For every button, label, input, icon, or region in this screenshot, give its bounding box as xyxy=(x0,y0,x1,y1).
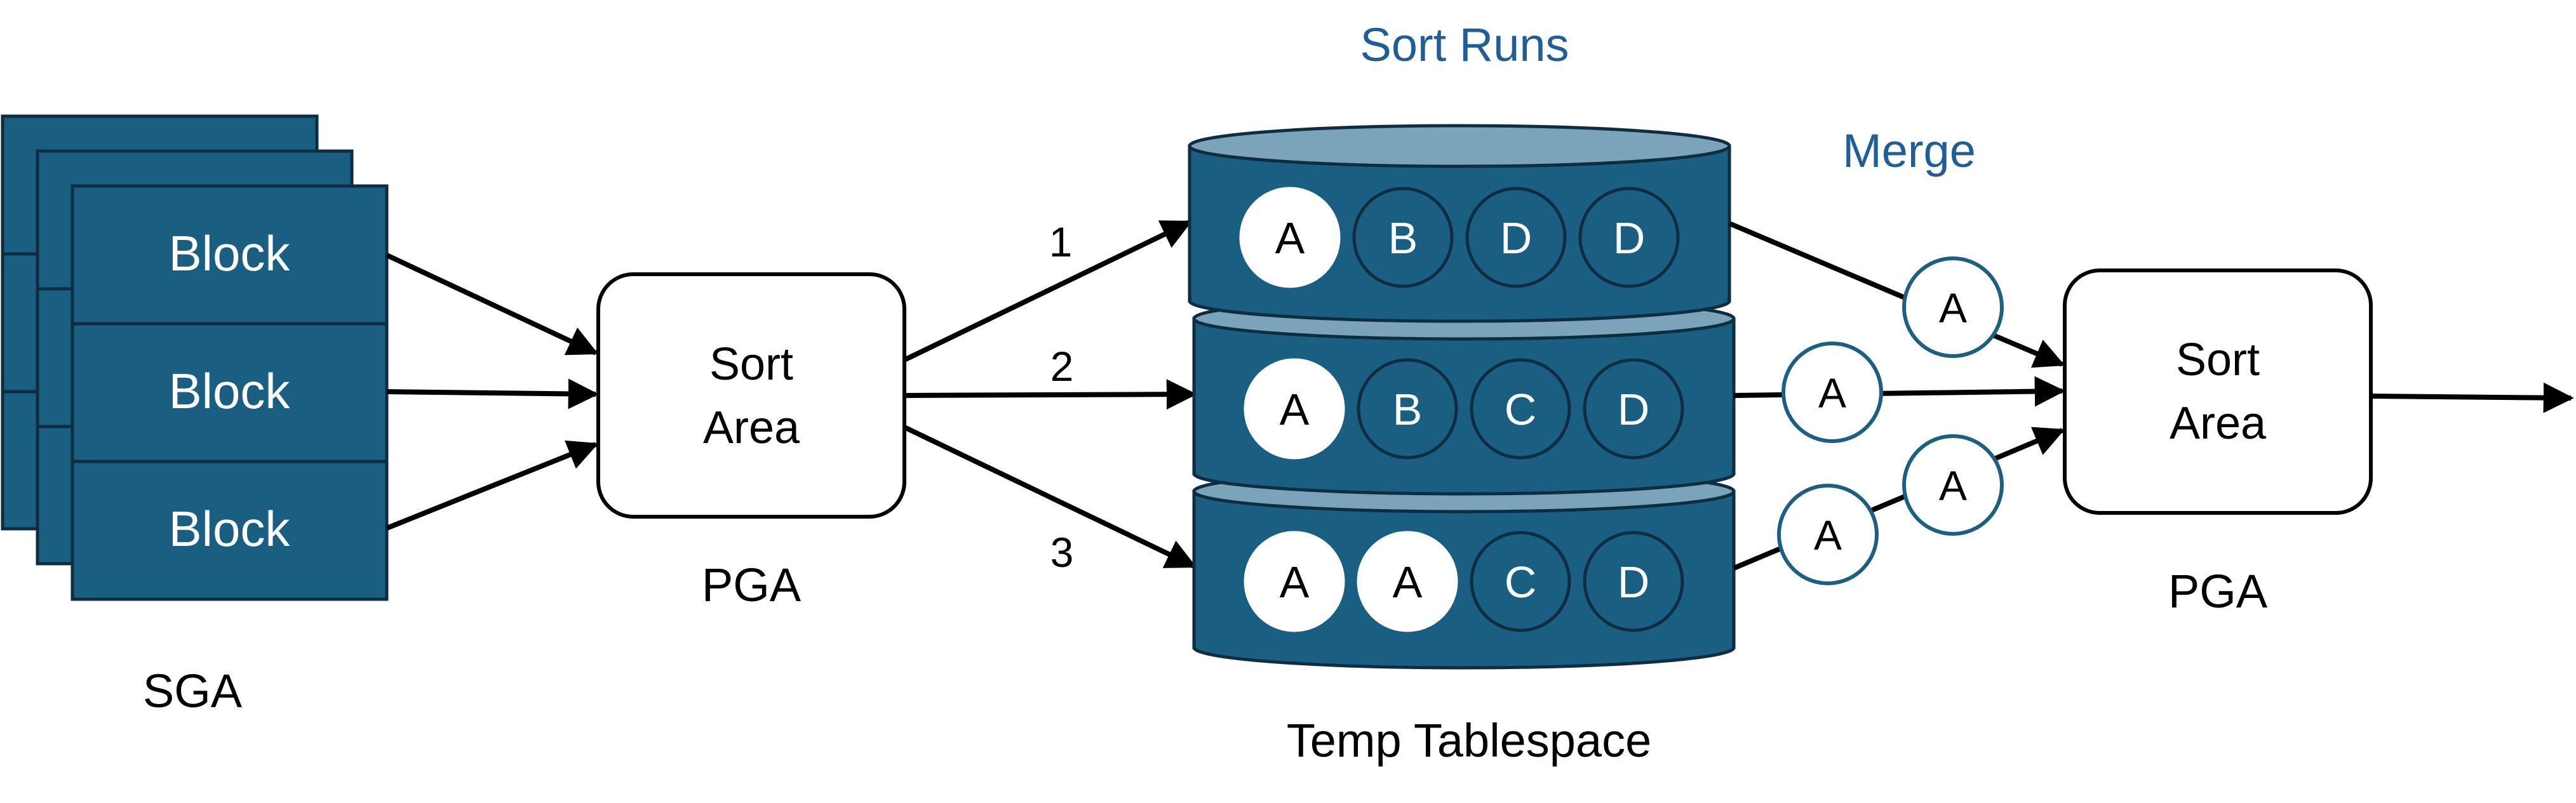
sort-run-disc-letter: D xyxy=(1613,213,1646,263)
sort-runs-title: Sort Runs xyxy=(1360,18,1569,71)
merge-label: Merge xyxy=(1842,124,1976,177)
sort-run-disc xyxy=(1244,358,1345,460)
sort-run-disc-letter: B xyxy=(1388,213,1418,263)
sga-block-label: Block xyxy=(169,225,291,281)
sga-block-label: Block xyxy=(169,501,291,557)
pga-left-sort-area-line: Area xyxy=(703,402,800,453)
run-number: 2 xyxy=(1050,343,1074,390)
sort-run-disc-letter: D xyxy=(1618,557,1650,607)
sga-block-3 xyxy=(70,460,389,601)
merge-item-letter: A xyxy=(1814,512,1842,559)
arrow-block-to-sort-area xyxy=(386,378,599,409)
run-number: 1 xyxy=(1049,218,1073,265)
merge-item-letter: A xyxy=(1939,462,1967,509)
merge-item-letter: A xyxy=(1939,284,1967,331)
merge-item-circle xyxy=(1902,434,2004,536)
sort-run-disc-letter: D xyxy=(1618,385,1650,434)
run-1-discs: A B D D xyxy=(1239,187,1680,288)
sort-run-disc xyxy=(1357,358,1458,460)
arrow-block-to-sort-area xyxy=(386,440,599,531)
sort-run-disc xyxy=(1465,187,1567,288)
sort-run-disc xyxy=(1583,531,1684,632)
pga-left-sort-area-box xyxy=(596,272,906,519)
merge-item-circle xyxy=(1781,342,1883,443)
sga-block-1 xyxy=(70,184,389,326)
sort-run-disc xyxy=(1244,531,1345,632)
pga-left-sort-area-line: Sort xyxy=(709,339,793,390)
drum-top xyxy=(1188,124,1731,168)
sort-run-disc-letter: A xyxy=(1280,385,1310,434)
merge-item-letter: A xyxy=(1818,369,1846,416)
arrow-to-sort-run-3 xyxy=(903,425,1197,569)
arrow-block-to-sort-area xyxy=(386,253,599,355)
sga-block-label: Block xyxy=(169,363,291,419)
arrow-to-sort-run-2 xyxy=(904,379,1197,410)
sga-block-stack: Block Block Block xyxy=(1,114,389,601)
sort-run-disc-letter: B xyxy=(1393,385,1423,434)
sort-run-disc-letter: A xyxy=(1280,557,1310,607)
sort-run-disc xyxy=(1578,187,1680,288)
temp-tablespace-label: Temp Tablespace xyxy=(1287,714,1652,767)
sort-run-disc xyxy=(1239,187,1341,288)
pga-right-sort-area-line: Sort xyxy=(2176,335,2260,385)
pga-right-label: PGA xyxy=(2168,565,2268,618)
pga-right-sort-area-box xyxy=(2063,269,2373,515)
output-arrow xyxy=(2370,382,2574,413)
run-2-discs: A B C D xyxy=(1244,358,1684,460)
sort-run-disc xyxy=(1470,358,1571,460)
sort-run-disc-letter: A xyxy=(1393,557,1423,607)
merge-item-circle xyxy=(1777,484,1879,585)
arrow-to-sort-run-1 xyxy=(903,220,1193,362)
pga-right-sort-area-line: Area xyxy=(2170,398,2267,449)
sort-run-disc-letter: D xyxy=(1500,213,1533,263)
sort-run-disc-letter: A xyxy=(1275,213,1305,263)
sort-run-disc-letter: C xyxy=(1505,385,1537,434)
sort-run-disc xyxy=(1357,531,1458,632)
sort-run-disc xyxy=(1583,358,1684,460)
sga-block-2 xyxy=(70,322,389,463)
run-3-discs: A A C D xyxy=(1244,531,1684,632)
merge-arrow-run-1 xyxy=(1728,221,2065,368)
sort-run-disc-letter: C xyxy=(1505,557,1537,607)
pga-left-label: PGA xyxy=(702,559,802,611)
run-number: 3 xyxy=(1050,529,1074,576)
merge-item-circle xyxy=(1902,256,2004,358)
sort-run-disc xyxy=(1470,531,1571,632)
sort-run-disc xyxy=(1352,187,1454,288)
sga-label: SGA xyxy=(143,665,243,717)
